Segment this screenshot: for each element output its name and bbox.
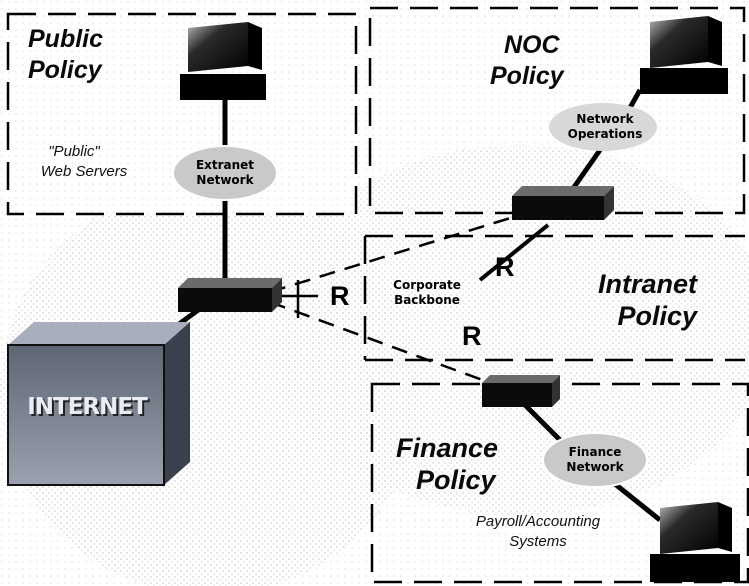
- intranet-cloud: [270, 145, 749, 515]
- corporate-backbone-line1: Corporate: [393, 278, 461, 292]
- finance-monitor-link: [608, 478, 662, 522]
- noc-policy-title-line1: NOC: [504, 31, 560, 59]
- payroll-systems-line2: Systems: [509, 533, 567, 550]
- noc-policy-title-line2: Policy: [490, 62, 564, 90]
- finance-policy-title-line2: Policy: [416, 465, 496, 495]
- corporate-backbone-line2: Backbone: [394, 293, 460, 307]
- noc-router: [512, 186, 614, 220]
- router-marker-noc: R: [495, 252, 515, 282]
- router-marker-main: R: [330, 281, 350, 311]
- public-policy-zone: [6, 12, 358, 216]
- router-marker-finance: R: [462, 321, 482, 351]
- public-web-servers-caption: "Public" Web Servers: [18, 142, 150, 182]
- extranet-network-label: Extranet Network: [176, 158, 274, 188]
- finance-network-line1: Finance: [568, 445, 622, 459]
- finance-network-cloud: [542, 432, 648, 488]
- public-policy-title-line2: Policy: [28, 56, 102, 84]
- public-web-servers-line2: Web Servers: [40, 163, 128, 180]
- intranet-policy-title: Intranet Policy: [598, 268, 697, 332]
- netops-cloud: [549, 103, 657, 151]
- noc-backbone-link: [478, 223, 550, 282]
- extranet-network-line2: Network: [196, 173, 254, 187]
- public-web-server-icon: [180, 22, 266, 100]
- noc-workstation-icon: [640, 16, 728, 94]
- intranet-policy-title-line2: Policy: [617, 301, 698, 331]
- finance-network-line2: Network: [566, 460, 624, 474]
- payroll-systems-caption: Payroll/Accounting Systems: [438, 512, 638, 552]
- public-policy-title: Public Policy: [28, 24, 103, 86]
- finance-router: [482, 375, 560, 407]
- internet-label: INTERNET: [27, 394, 148, 420]
- network-operations-line1: Network: [576, 112, 634, 126]
- public-web-servers-line1: "Public": [48, 143, 100, 160]
- backbone-link-noc: [269, 213, 521, 294]
- public-policy-title-line1: Public: [28, 25, 104, 53]
- network-operations-label: Network Operations: [556, 112, 654, 142]
- extranet-network-line1: Extranet: [195, 158, 255, 172]
- finance-workstation-icon: [650, 502, 740, 582]
- main-router: [178, 278, 282, 312]
- extranet-network-cloud: [172, 145, 278, 201]
- finance-network-label: Finance Network: [546, 445, 644, 475]
- noc-policy-title: NOC Policy: [490, 30, 564, 92]
- payroll-systems-line1: Payroll/Accounting: [475, 513, 601, 530]
- backbone-link-finance: [269, 300, 497, 387]
- finance-policy-title: Finance Policy: [396, 432, 498, 496]
- network-operations-line2: Operations: [567, 127, 643, 141]
- corporate-backbone-label: Corporate Backbone: [372, 278, 482, 308]
- internet-block: [7, 322, 190, 486]
- finance-policy-title-line1: Finance: [396, 433, 499, 463]
- intranet-policy-title-line1: Intranet: [598, 269, 698, 299]
